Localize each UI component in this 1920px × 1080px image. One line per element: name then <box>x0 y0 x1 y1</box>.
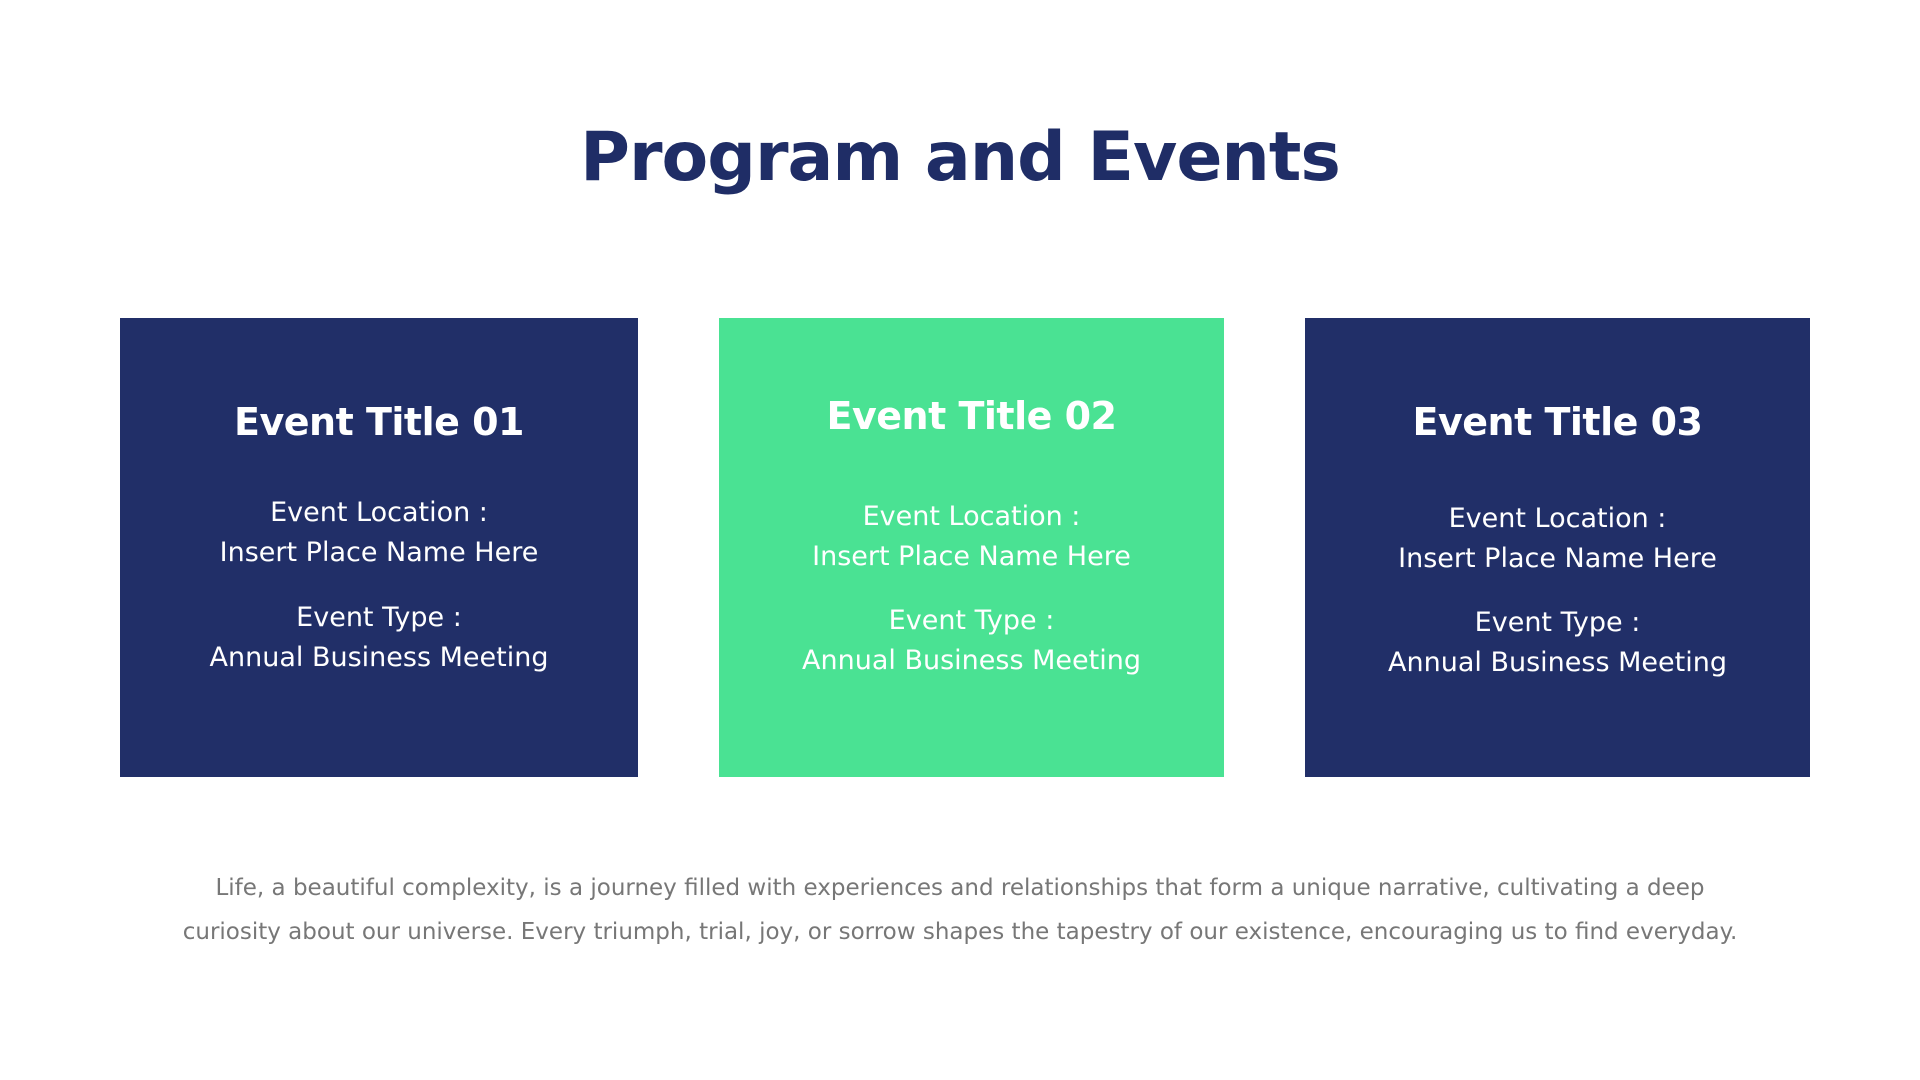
event-type-value: Annual Business Meeting <box>209 642 549 673</box>
event-title: Event Title 01 <box>234 400 524 444</box>
event-location-value: Insert Place Name Here <box>219 537 539 568</box>
event-location: Event Location : Insert Place Name Here <box>719 497 1224 577</box>
event-location-value: Insert Place Name Here <box>1398 543 1717 574</box>
event-type-label: Event Type : <box>888 605 1055 636</box>
event-location-value: Insert Place Name Here <box>812 541 1131 572</box>
event-type: Event Type : Annual Business Meeting <box>1305 603 1810 683</box>
event-type-value: Annual Business Meeting <box>1388 647 1727 678</box>
event-card-3: Event Title 03 Event Location : Insert P… <box>1305 318 1810 777</box>
event-type-label: Event Type : <box>1474 607 1641 638</box>
event-location: Event Location : Insert Place Name Here <box>1305 499 1810 579</box>
event-type: Event Type : Annual Business Meeting <box>120 598 638 678</box>
event-card-2: Event Title 02 Event Location : Insert P… <box>719 318 1224 777</box>
event-location-label: Event Location : <box>1448 503 1667 534</box>
body-line-2: curiosity about our universe. Every triu… <box>182 919 1738 945</box>
event-type-value: Annual Business Meeting <box>802 645 1141 676</box>
event-type-label: Event Type : <box>296 602 462 633</box>
event-location: Event Location : Insert Place Name Here <box>120 493 638 573</box>
event-title: Event Title 02 <box>826 394 1117 438</box>
event-location-label: Event Location : <box>862 501 1081 532</box>
event-location-label: Event Location : <box>270 497 488 528</box>
page-title: Program and Events <box>580 118 1341 197</box>
body-paragraph: Life, a beautiful complexity, is a journ… <box>150 866 1770 954</box>
event-type: Event Type : Annual Business Meeting <box>719 601 1224 681</box>
event-title: Event Title 03 <box>1412 400 1703 444</box>
body-line-1: Life, a beautiful complexity, is a journ… <box>215 875 1705 901</box>
event-card-1: Event Title 01 Event Location : Insert P… <box>120 318 638 777</box>
